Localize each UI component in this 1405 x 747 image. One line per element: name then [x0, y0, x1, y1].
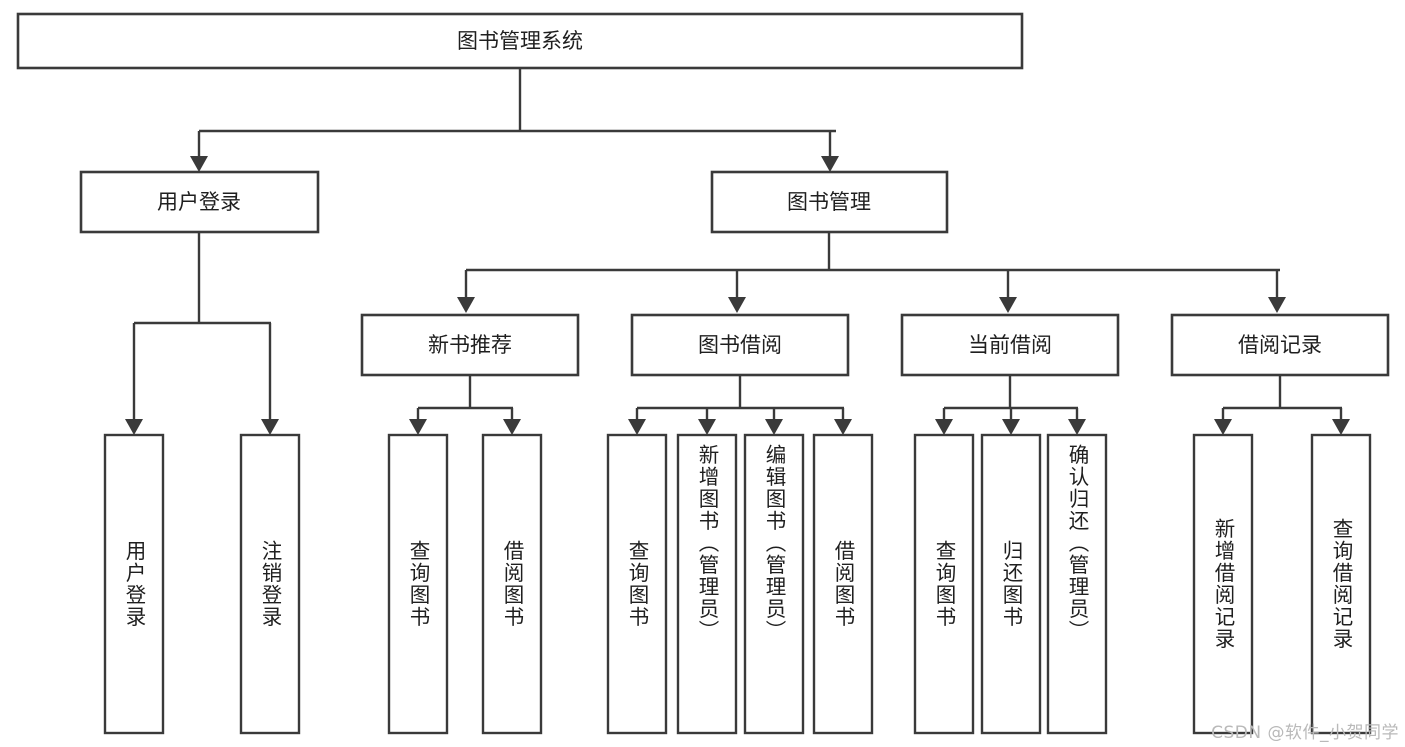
leaf-box-borrow-book-1[interactable]	[481, 433, 543, 735]
csdn-watermark: CSDN @软件_小贺同学	[1211, 723, 1399, 743]
connector-root-to-level1	[190, 68, 839, 172]
node-root-label: 图书管理系统	[457, 29, 583, 53]
leaf-box-query-book-2[interactable]	[606, 433, 668, 735]
leaf-box-confirm-return[interactable]	[1046, 433, 1108, 735]
node-user-login-box	[79, 170, 320, 234]
node-book-borrow[interactable]: 图书借阅	[630, 313, 850, 377]
arrow-head-icon	[1002, 419, 1020, 435]
node-book-borrow-label: 图书借阅	[698, 333, 782, 357]
arrow-head-icon	[1214, 419, 1232, 435]
node-user-login[interactable]: 用户登录	[79, 170, 320, 234]
node-root-box	[16, 12, 1024, 70]
arrow-head-icon	[628, 419, 646, 435]
node-user-login-label: 用户登录	[157, 190, 241, 214]
leaf-box-add-book[interactable]	[676, 433, 738, 735]
arrow-head-icon	[999, 297, 1017, 313]
connector-current-borrow-to-leaves	[935, 375, 1086, 435]
node-new-book-rec-box	[360, 313, 580, 377]
node-root[interactable]: 图书管理系统	[16, 12, 1024, 70]
arrow-head-icon	[1268, 297, 1286, 313]
node-book-manage-label: 图书管理	[787, 190, 871, 214]
node-book-manage[interactable]: 图书管理	[710, 170, 949, 234]
arrow-head-icon	[765, 419, 783, 435]
arrow-head-icon	[409, 419, 427, 435]
node-new-book-rec-label: 新书推荐	[428, 333, 512, 357]
leaf-box-return-book[interactable]	[980, 433, 1042, 735]
node-current-borrow-box	[900, 313, 1120, 377]
leaf-box-query-record[interactable]	[1310, 433, 1372, 735]
arrow-head-icon	[698, 419, 716, 435]
connector-user-login-to-leaves	[125, 232, 279, 435]
leaf-box-borrow-book-2[interactable]	[812, 433, 874, 735]
connector-borrow-record-to-leaves	[1214, 375, 1350, 435]
leaf-box-edit-book[interactable]	[743, 433, 805, 735]
arrow-head-icon	[1068, 419, 1086, 435]
arrow-head-icon	[190, 156, 208, 172]
arrow-head-icon	[834, 419, 852, 435]
arrow-head-icon	[935, 419, 953, 435]
leaf-box-query-book-3[interactable]	[913, 433, 975, 735]
arrow-head-icon	[457, 297, 475, 313]
connector-new-book-rec-to-leaves	[409, 375, 521, 435]
node-new-book-rec[interactable]: 新书推荐	[360, 313, 580, 377]
arrow-head-icon	[728, 297, 746, 313]
node-current-borrow-label: 当前借阅	[968, 333, 1052, 357]
leaf-box-user-login[interactable]	[103, 433, 165, 735]
node-current-borrow[interactable]: 当前借阅	[900, 313, 1120, 377]
leaf-box-logout[interactable]	[239, 433, 301, 735]
leaf-box-query-book-1[interactable]	[387, 433, 449, 735]
arrow-head-icon	[261, 419, 279, 435]
leaf-box-add-record[interactable]	[1192, 433, 1254, 735]
connector-book-borrow-to-leaves	[628, 375, 852, 435]
arrow-head-icon	[821, 156, 839, 172]
node-borrow-record-label: 借阅记录	[1238, 333, 1322, 357]
arrow-head-icon	[503, 419, 521, 435]
arrow-head-icon	[1332, 419, 1350, 435]
arrow-head-icon	[125, 419, 143, 435]
node-borrow-record[interactable]: 借阅记录	[1170, 313, 1390, 377]
connector-book-manage-to-level2	[457, 232, 1286, 313]
